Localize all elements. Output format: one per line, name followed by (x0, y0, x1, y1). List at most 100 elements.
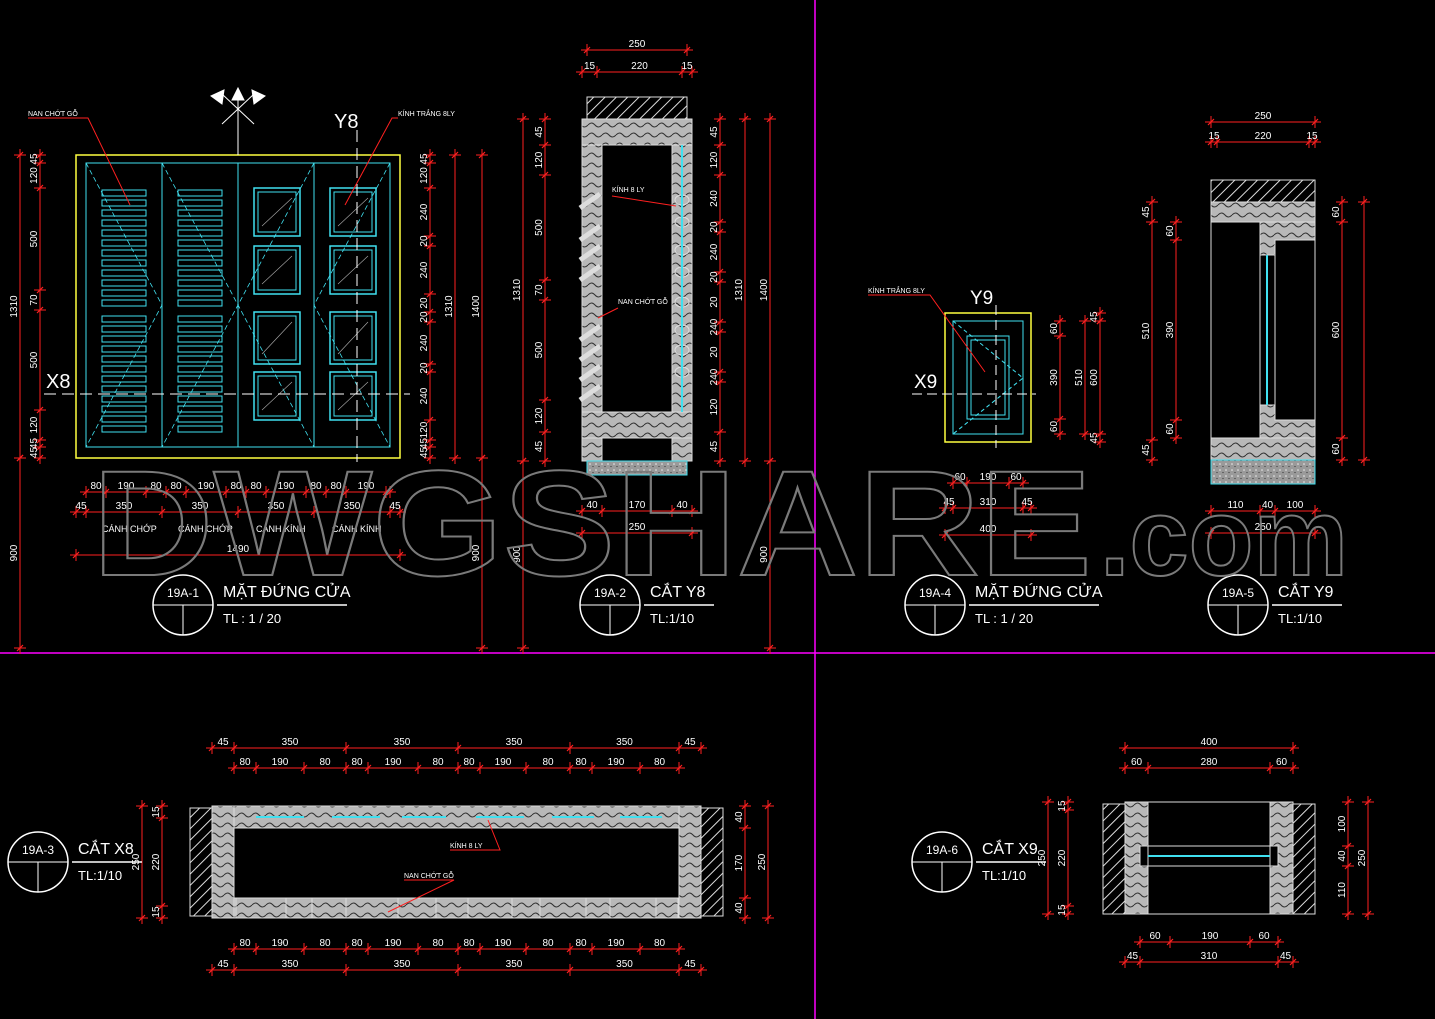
dimension-tick (675, 764, 683, 772)
louver-slat (101, 199, 147, 207)
glass-pane (253, 311, 301, 365)
dimension-tick (1338, 198, 1346, 206)
glass-hatch (261, 197, 293, 227)
dimension-text: 15 (1306, 131, 1318, 142)
svg-text:DWGSHARE: DWGSHARE (92, 439, 1092, 607)
dimension-text: 45 (419, 153, 430, 165)
glass-hatch (261, 321, 293, 355)
dimension-tick (426, 436, 434, 444)
dimension-text: 45 (389, 501, 401, 512)
dimension-tick (764, 802, 772, 810)
dimension-text: 190 (495, 938, 512, 949)
glass-pane-inner (333, 249, 373, 291)
drawing-code: 19A-4 (919, 586, 951, 600)
dimension-tick (541, 396, 549, 404)
dimension-tick (396, 508, 404, 516)
dimension-text: 20 (419, 235, 430, 247)
dimension-tick (426, 151, 434, 159)
dimension-tick (426, 290, 434, 298)
dimension-tick (566, 744, 574, 752)
dimension-text: 310 (980, 497, 997, 508)
dimension-tick (36, 436, 44, 444)
section-slat (578, 323, 602, 343)
dimension-tick (675, 744, 683, 752)
louver-slat (101, 239, 147, 247)
louver-slat (101, 229, 147, 237)
dimension-tick (1096, 317, 1104, 325)
louver-slat (101, 299, 147, 307)
dimension-tick (1027, 531, 1035, 539)
dimension-text: 350 (268, 501, 285, 512)
dimension-tick (941, 504, 949, 512)
dimension-text: 220 (1057, 849, 1068, 866)
dimension-text: 350 (506, 959, 523, 970)
y8-marker: Y8 (334, 111, 358, 133)
label-canh-chop-2: CÁNH CHỚP (178, 524, 233, 534)
dimension-text: 390 (1049, 369, 1060, 386)
dimension-tick (1064, 902, 1072, 910)
dimension-tick (342, 945, 350, 953)
dimension-tick (1148, 436, 1156, 444)
louver-slat (101, 385, 147, 393)
dimension-text: 45 (217, 737, 229, 748)
dimension-tick (683, 46, 691, 54)
drawing-code: 19A-5 (1222, 586, 1254, 600)
dimension-text: 40 (586, 500, 598, 511)
dimension-text: 240 (709, 318, 720, 335)
dimension-tick (1338, 218, 1346, 226)
louver-slat (101, 355, 147, 363)
dimension-text: 1400 (759, 278, 770, 301)
dimension-text: 15 (151, 806, 162, 818)
louver-slat (101, 249, 147, 257)
glass-pane (329, 311, 377, 365)
glass-pane-inner (333, 375, 373, 417)
dimension-text: 250 (1255, 522, 1272, 533)
view-19a-5-section-y9 (1210, 179, 1316, 485)
dimension-text: 15 (1208, 131, 1220, 142)
dimension-tick (566, 945, 574, 953)
dimension-tick (636, 945, 644, 953)
dimension-text: 500 (29, 351, 40, 368)
dimension-tick (364, 764, 372, 772)
dimension-text: 190 (385, 938, 402, 949)
louver-slat (177, 279, 223, 287)
dimension-text: 60 (1131, 757, 1143, 768)
dimension-text: 350 (616, 959, 633, 970)
louver-slat (101, 395, 147, 403)
dimension-text: 45 (29, 438, 40, 450)
dimension-tick (1338, 434, 1346, 442)
dimension-text: 80 (463, 757, 475, 768)
dimension-tick (519, 457, 527, 465)
dimension-tick (1148, 218, 1156, 226)
louver-slat (101, 189, 147, 197)
dimension-tick (138, 802, 146, 810)
dimension-text: 120 (534, 151, 545, 168)
section-slat (578, 191, 602, 211)
louver-slat (177, 395, 223, 403)
glass-pane (329, 371, 377, 421)
dimension-tick (566, 764, 574, 772)
dimension-tick (668, 507, 676, 515)
dimension-tick (414, 945, 422, 953)
dimension-tick (454, 945, 462, 953)
dimension-tick (1044, 798, 1052, 806)
dimension-tick (541, 428, 549, 436)
louver-slat (177, 335, 223, 343)
dimension-text: 220 (151, 853, 162, 870)
dimension-text: 110 (1337, 882, 1348, 898)
dimension-tick (426, 184, 434, 192)
dimension-tick (476, 945, 484, 953)
dimension-text: 80 (351, 938, 363, 949)
dimension-tick (1005, 479, 1013, 487)
glass-pane-inner (257, 249, 297, 291)
dimension-tick (142, 488, 150, 496)
dimension-tick (1360, 456, 1368, 464)
dimension-tick (36, 286, 44, 294)
dimension-text: 80 (654, 757, 666, 768)
louver-slat (101, 269, 147, 277)
dimension-tick (697, 744, 705, 752)
dimension-text: 45 (419, 438, 430, 450)
